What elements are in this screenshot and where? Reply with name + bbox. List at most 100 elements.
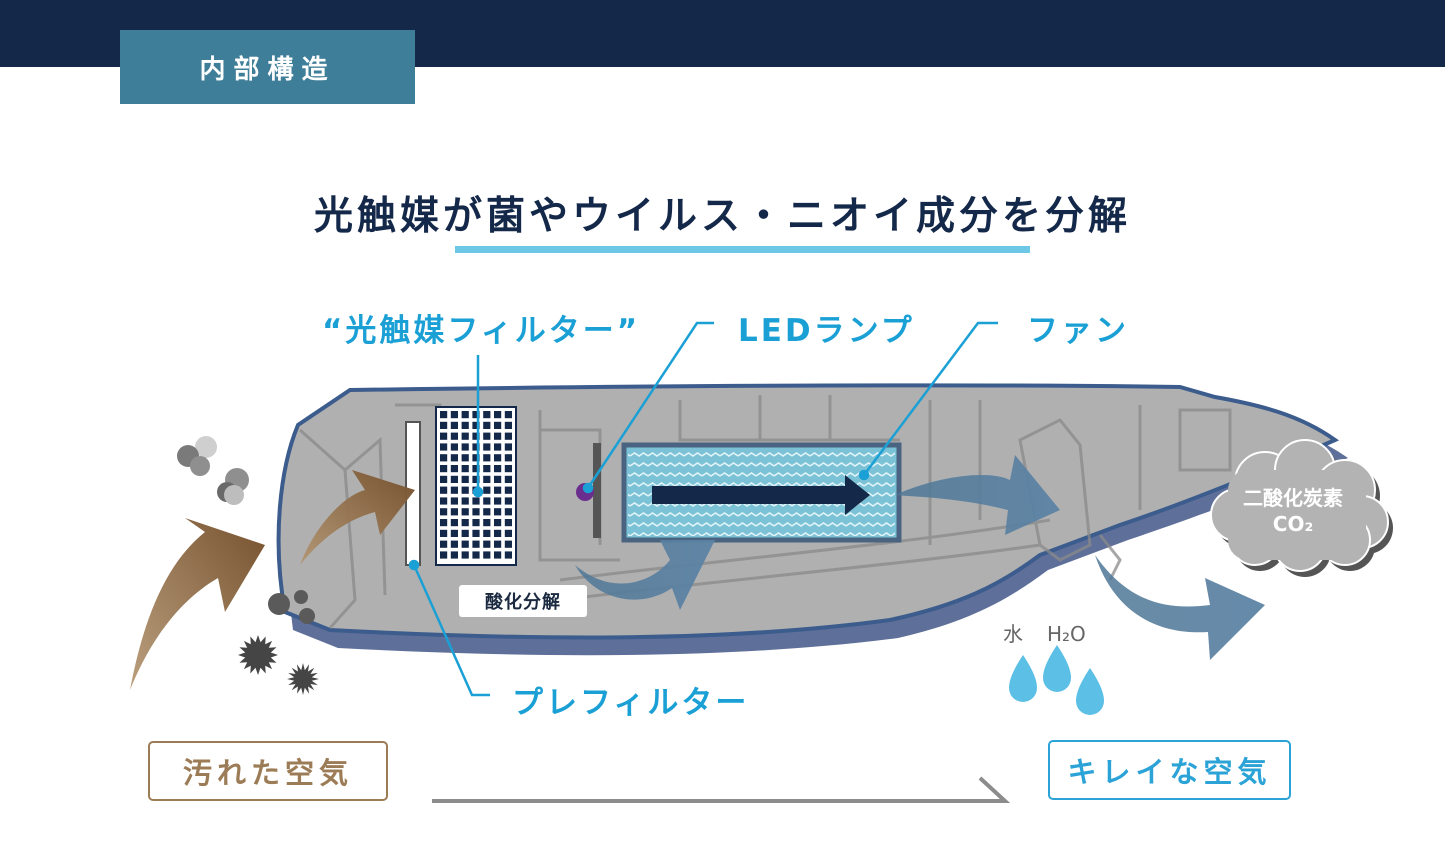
filter-cell bbox=[450, 421, 458, 429]
germ bbox=[238, 635, 278, 675]
filter-cell bbox=[494, 465, 502, 473]
filter-cell bbox=[483, 454, 491, 462]
filter-cell bbox=[450, 519, 458, 527]
filter-cell bbox=[450, 486, 458, 494]
filter-cell bbox=[483, 475, 491, 483]
headline: 光触媒が菌やウイルス・ニオイ成分を分解 bbox=[313, 194, 1131, 239]
filter-cell bbox=[461, 454, 469, 462]
filter-cell bbox=[504, 540, 512, 548]
filter-cell bbox=[440, 551, 448, 559]
water-label-jp: 水 bbox=[1003, 622, 1023, 646]
filter-cell bbox=[472, 475, 480, 483]
filter-cell bbox=[450, 465, 458, 473]
filter-cell bbox=[440, 421, 448, 429]
water-label-formula: H₂O bbox=[1047, 622, 1086, 646]
filter-cell bbox=[483, 486, 491, 494]
filter-cell bbox=[483, 519, 491, 527]
filter-cell bbox=[450, 475, 458, 483]
filter-cell bbox=[440, 475, 448, 483]
internal-parts bbox=[299, 395, 1232, 629]
filter-cell bbox=[472, 443, 480, 451]
filter-cell bbox=[450, 551, 458, 559]
oxidation-tag: 酸化分解 bbox=[459, 585, 587, 617]
filter-cell bbox=[504, 475, 512, 483]
outflow-arrow-lower bbox=[575, 540, 715, 610]
filter-cell bbox=[504, 421, 512, 429]
filter-cell bbox=[461, 508, 469, 516]
filter-cell bbox=[472, 519, 480, 527]
filter-cell bbox=[494, 551, 502, 559]
filter-cell bbox=[483, 529, 491, 537]
label-led-lamp: LEDランプ bbox=[738, 313, 915, 349]
filter-cell bbox=[483, 465, 491, 473]
filter-cell bbox=[461, 411, 469, 419]
filter-cell bbox=[450, 508, 458, 516]
co2-label: 二酸化炭素 CO₂ bbox=[1228, 485, 1358, 537]
co2-label-jp: 二酸化炭素 bbox=[1243, 486, 1343, 510]
label-prefilter: プレフィルター bbox=[512, 685, 750, 721]
leader-led bbox=[586, 321, 714, 489]
filter-cell bbox=[494, 529, 502, 537]
germ-particles bbox=[238, 635, 319, 695]
outflow-arrow-upper bbox=[895, 455, 1060, 535]
leader-prefilter bbox=[412, 564, 490, 697]
headline-underline bbox=[455, 246, 1030, 253]
filter-cell bbox=[461, 421, 469, 429]
filter-cell bbox=[472, 508, 480, 516]
outflow-arrow-right bbox=[1095, 555, 1265, 660]
filter-cell bbox=[504, 486, 512, 494]
filter-cell bbox=[472, 421, 480, 429]
filter-cell bbox=[483, 508, 491, 516]
filter-cell bbox=[494, 508, 502, 516]
filter-cell bbox=[461, 443, 469, 451]
leader-lines bbox=[408, 321, 998, 697]
led-mount bbox=[593, 443, 601, 538]
filter-cell bbox=[472, 529, 480, 537]
germ bbox=[287, 663, 319, 695]
filter-cell bbox=[504, 519, 512, 527]
filter-cell bbox=[504, 443, 512, 451]
filter-cell bbox=[494, 475, 502, 483]
filter-cell bbox=[472, 432, 480, 440]
water-label: 水 H₂O bbox=[1003, 618, 1110, 647]
filter-cell bbox=[440, 508, 448, 516]
filter-cell bbox=[472, 411, 480, 419]
filter-cell bbox=[504, 454, 512, 462]
filter-cell bbox=[440, 465, 448, 473]
filter-cell bbox=[440, 497, 448, 505]
filter-cell bbox=[504, 465, 512, 473]
dirty-air-box: 汚れた空気 bbox=[148, 741, 388, 801]
leader-fan bbox=[863, 321, 998, 476]
dirty-air-arrow-left bbox=[130, 518, 265, 690]
filter-cell bbox=[494, 432, 502, 440]
filter-cell bbox=[483, 411, 491, 419]
filter-cell bbox=[472, 551, 480, 559]
label-fan: ファン bbox=[1027, 313, 1129, 349]
filter-cell bbox=[483, 551, 491, 559]
airflow-arrow bbox=[652, 475, 870, 515]
filter-cell bbox=[440, 432, 448, 440]
filter-cell bbox=[450, 443, 458, 451]
pollutant-particles bbox=[177, 436, 315, 624]
filter-cell bbox=[472, 540, 480, 548]
filter-cell bbox=[450, 497, 458, 505]
dirty-air-arrow-right bbox=[300, 470, 415, 565]
filter-cell bbox=[494, 540, 502, 548]
filter-cell bbox=[504, 411, 512, 419]
filter-cell bbox=[494, 421, 502, 429]
filter-cell bbox=[504, 529, 512, 537]
filter-cell bbox=[483, 497, 491, 505]
filter-grid-cells bbox=[440, 411, 512, 559]
filter-cell bbox=[483, 540, 491, 548]
filter-cell bbox=[494, 519, 502, 527]
section-tab: 内部構造 bbox=[120, 30, 415, 104]
filter-cell bbox=[440, 540, 448, 548]
filter-cell bbox=[461, 432, 469, 440]
filter-cell bbox=[504, 497, 512, 505]
filter-cell bbox=[494, 411, 502, 419]
filter-cell bbox=[450, 540, 458, 548]
filter-cell bbox=[504, 551, 512, 559]
filter-cell bbox=[494, 443, 502, 451]
filter-cell bbox=[461, 551, 469, 559]
filter-cell bbox=[440, 454, 448, 462]
